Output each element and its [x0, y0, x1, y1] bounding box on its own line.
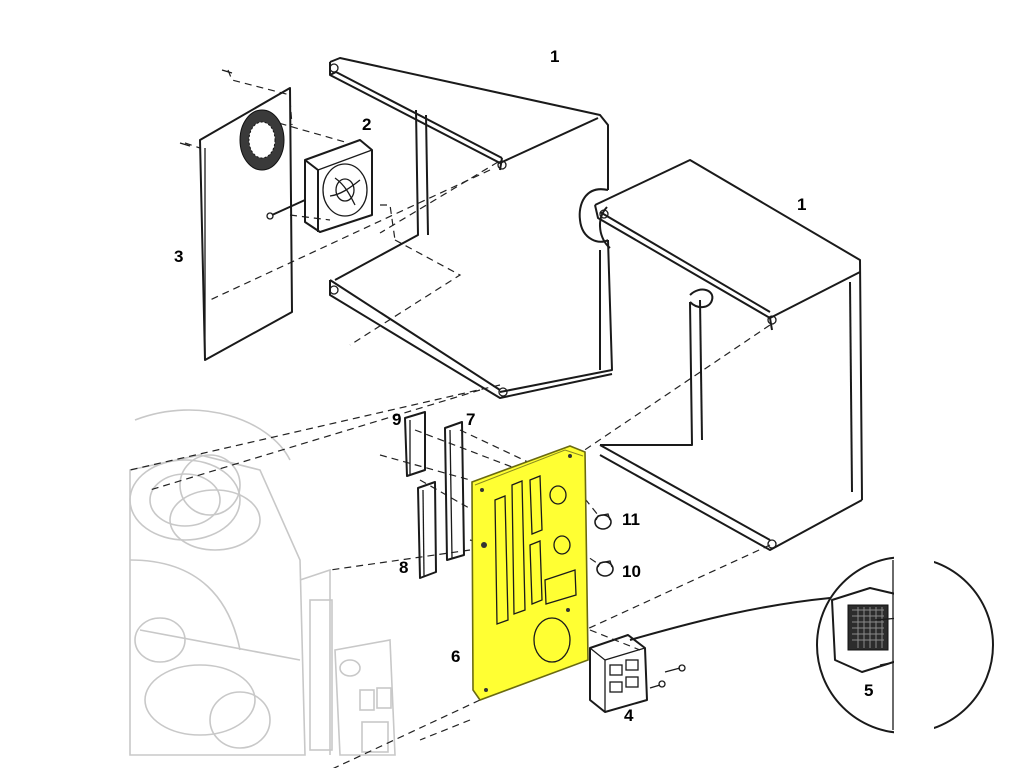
- callout-connector-detail: 5: [864, 681, 873, 700]
- callout-connector-module: 4: [624, 706, 634, 725]
- background-machine: [129, 409, 396, 756]
- mounting-plate: [471, 445, 589, 701]
- bracket-long: [444, 421, 465, 561]
- callout-bracket-small: 9: [392, 410, 401, 429]
- callout-fan-panel: 3: [174, 247, 183, 266]
- knob-lower: [596, 560, 614, 577]
- callout-knob-upper: 11: [622, 510, 640, 529]
- fan: [266, 139, 373, 233]
- callout-bracket-long: 7: [466, 410, 475, 429]
- assembly-guide-lines: [129, 69, 771, 768]
- callout-knob-lower: 10: [622, 562, 641, 581]
- bracket-lower: [417, 481, 437, 579]
- connector-detail: [816, 550, 994, 750]
- callout-fan: 2: [362, 115, 371, 134]
- callout-cover-right: 1: [797, 195, 806, 214]
- mounting-plate-highlight: [471, 445, 589, 701]
- callout-cover-top: 1: [550, 47, 559, 66]
- connector-module: [589, 597, 831, 713]
- knob-upper: [594, 513, 612, 530]
- fan-panel: [179, 69, 293, 361]
- callout-bracket-lower: 8: [399, 558, 408, 577]
- cover-upper: [329, 57, 613, 399]
- callouts: 1 1 2 3 4 5 6 7 8 9 10 11: [174, 47, 873, 725]
- cover-right: [594, 159, 863, 551]
- callout-mounting-plate: 6: [451, 647, 460, 666]
- bracket-small: [404, 411, 426, 477]
